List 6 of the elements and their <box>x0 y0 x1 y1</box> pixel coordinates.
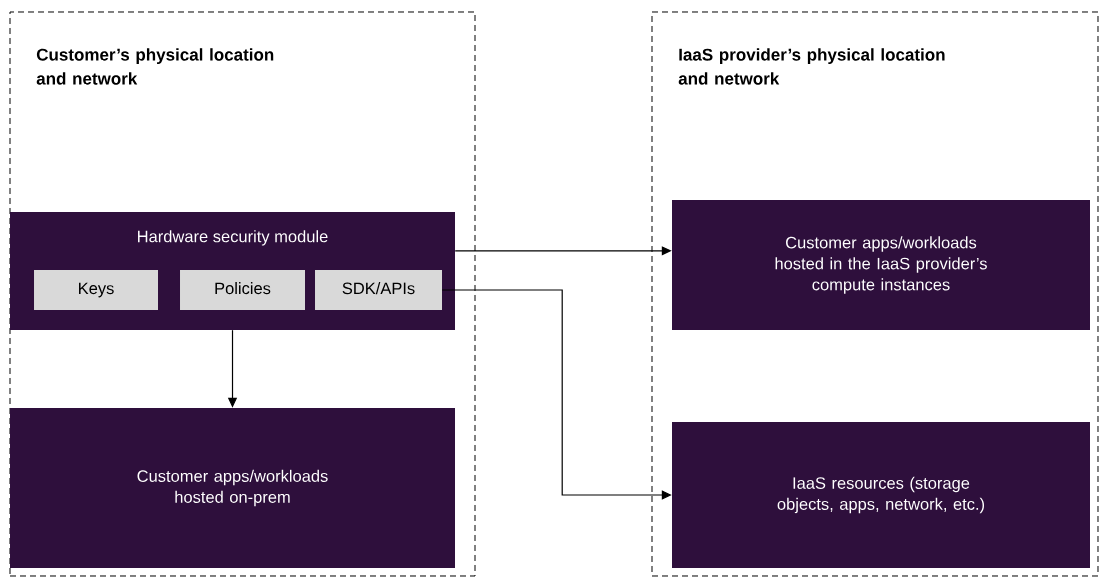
component-box: Keys <box>34 270 158 310</box>
workload-box: Customer apps/workloads hosted on-prem <box>10 408 455 568</box>
workload-box: IaaS resources (storage objects, apps, network, etc.) <box>672 422 1090 568</box>
workload-box: Customer apps/workloads hosted in the IaaS provider’s compute instances <box>672 200 1090 330</box>
component-box: SDK/APIs <box>315 270 442 310</box>
component-box: Policies <box>180 270 305 310</box>
